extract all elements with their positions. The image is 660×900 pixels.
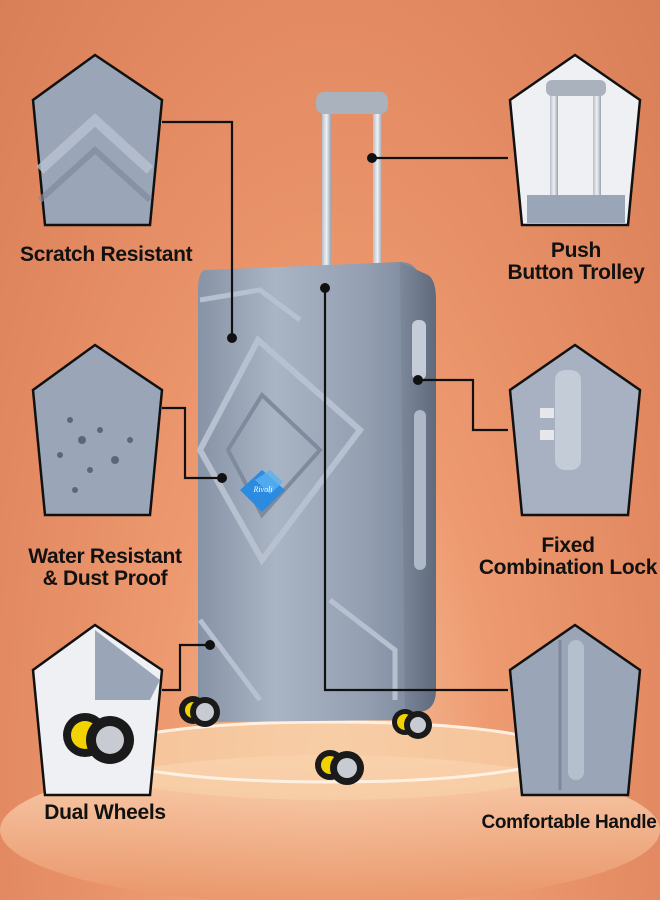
trolley-thumbnail — [508, 53, 642, 227]
lock-thumbnail — [508, 343, 642, 517]
water-thumbnail — [31, 343, 164, 517]
handle-thumbnail — [508, 623, 642, 797]
suitcase-wheels — [179, 696, 432, 785]
brand-logo-text: Rivoli — [253, 485, 273, 494]
callout-dots — [205, 153, 423, 650]
wheels-thumbnail — [31, 623, 164, 797]
scratch-thumbnail — [31, 53, 164, 227]
callout-lines — [162, 120, 508, 692]
water-resistant-label: Water Resistant & Dust Proof — [28, 545, 182, 590]
comfortable-handle-label: Comfortable Handle — [481, 812, 657, 833]
trolley-handle — [316, 92, 388, 270]
suitcase — [196, 262, 436, 722]
scratch-resistant-label: Scratch Resistant — [20, 243, 193, 266]
fixed-combination-lock-label: Fixed Combination Lock — [478, 534, 658, 579]
push-button-trolley-label: Push Button Trolley — [507, 239, 645, 284]
dual-wheels-label: Dual Wheels — [44, 801, 166, 824]
